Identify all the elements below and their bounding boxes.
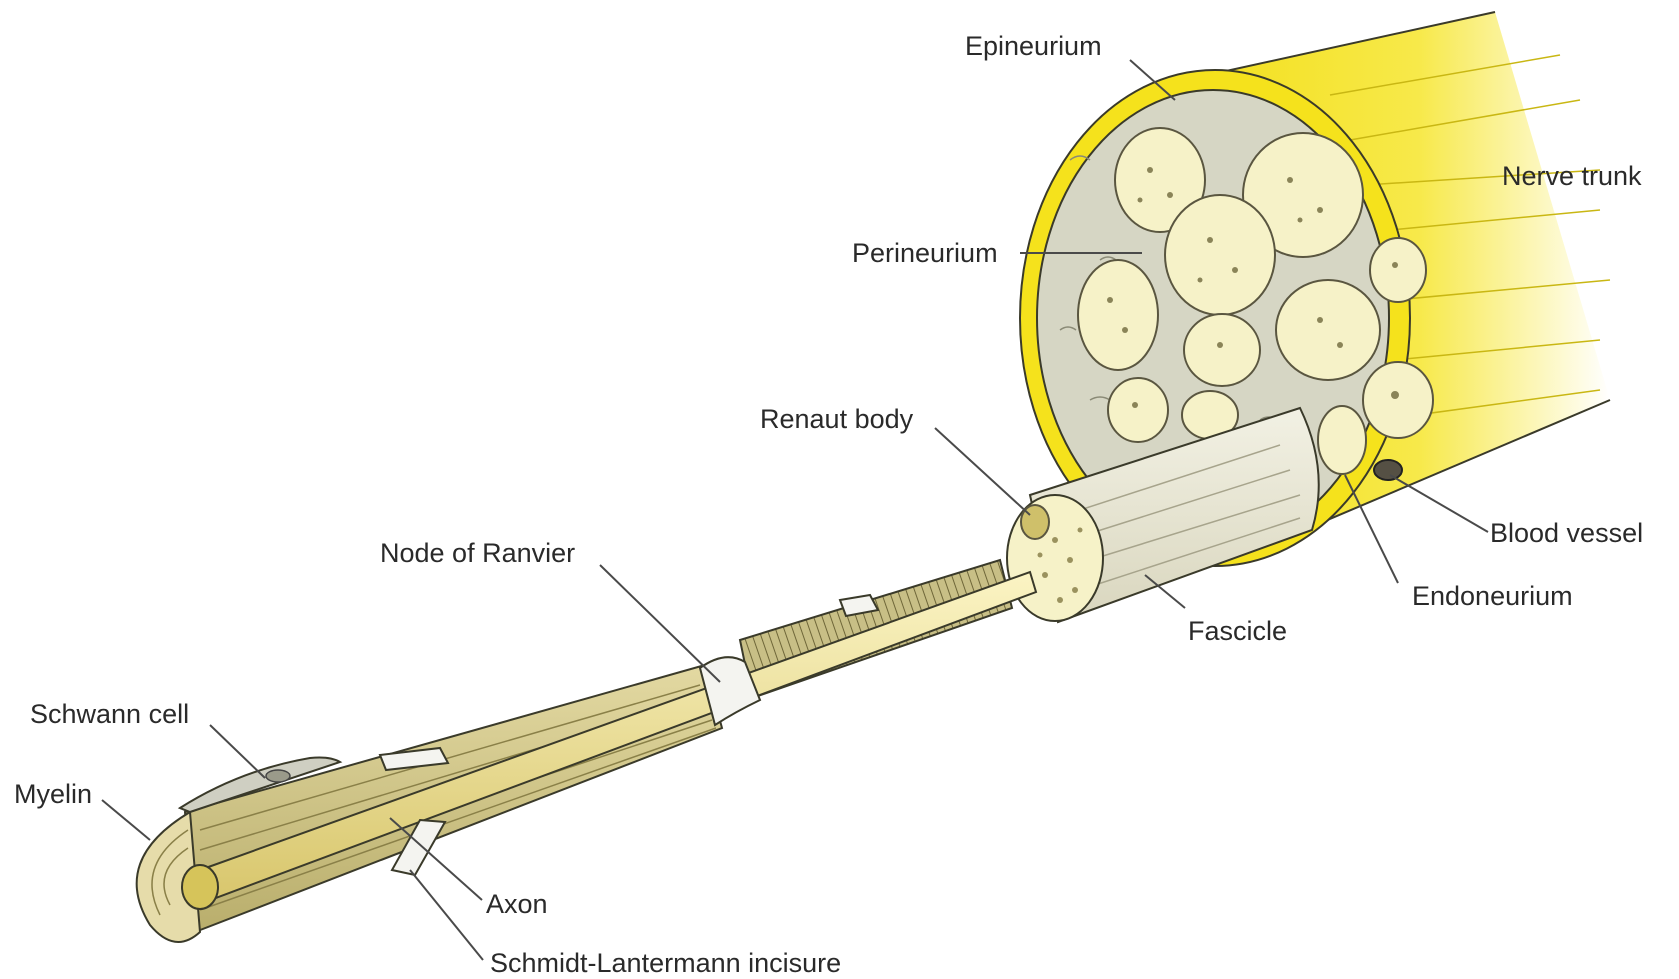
label-renaut-body: Renaut body: [760, 404, 914, 434]
label-blood-vessel: Blood vessel: [1490, 518, 1643, 548]
leader-schmidt-lantermann: [410, 870, 483, 960]
label-perineurium: Perineurium: [852, 238, 998, 268]
label-endoneurium: Endoneurium: [1412, 581, 1573, 611]
fascicle-cut-face: [1007, 495, 1103, 621]
label-epineurium: Epineurium: [965, 31, 1102, 61]
schwann-cell-nucleus: [266, 770, 290, 782]
leader-node-of-ranvier: [600, 565, 720, 682]
label-schwann-cell: Schwann cell: [30, 699, 189, 729]
leader-renaut-body: [935, 428, 1030, 515]
label-myelin: Myelin: [14, 779, 92, 809]
axon: [200, 572, 1036, 902]
leader-blood-vessel: [1390, 475, 1488, 532]
myelinated-fiber: [137, 560, 1036, 942]
label-schmidt-lantermann: Schmidt-Lantermann incisure: [490, 948, 841, 978]
label-fascicle: Fascicle: [1188, 616, 1287, 646]
axon-cut-end: [182, 865, 218, 909]
blood-vessel: [1374, 460, 1402, 480]
leader-myelin: [102, 800, 150, 840]
label-nerve-trunk: Nerve trunk: [1502, 161, 1642, 191]
label-node-of-ranvier: Node of Ranvier: [380, 538, 575, 568]
label-axon: Axon: [486, 889, 548, 919]
leader-schwann-cell: [210, 725, 265, 778]
